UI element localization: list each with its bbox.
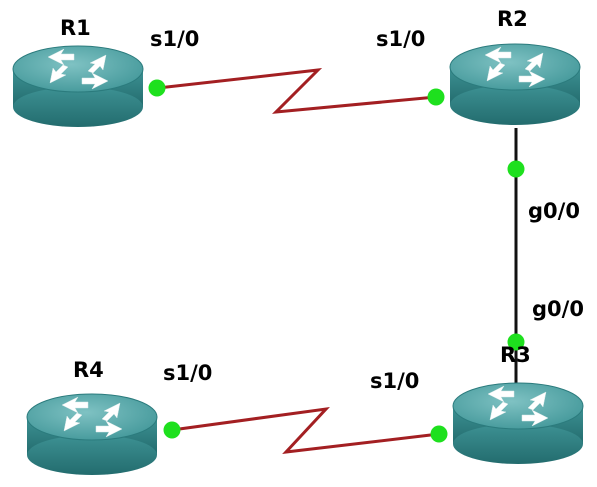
interface-label-r3-s1-0: s1/0 — [370, 369, 419, 393]
interface-label-r3-g0-0: g0/0 — [532, 297, 584, 321]
r1-s1-0-status-dot[interactable] — [148, 79, 166, 97]
router-label-r1: R1 — [60, 16, 91, 40]
router-r4[interactable] — [26, 393, 158, 476]
router-icon — [452, 382, 584, 465]
interface-label-r2-g0-0: g0/0 — [528, 199, 580, 223]
router-label-r2: R2 — [497, 7, 528, 31]
router-icon — [12, 45, 144, 128]
interface-label-r4-s1-0: s1/0 — [163, 361, 212, 385]
router-r3[interactable] — [452, 382, 584, 465]
r2-s1-0-status-dot[interactable] — [427, 88, 445, 106]
r3-g0-0-status-dot[interactable] — [507, 333, 525, 351]
r3-s1-0-status-dot[interactable] — [430, 425, 448, 443]
serial-link-r1-r2[interactable] — [157, 68, 437, 114]
router-icon — [26, 393, 158, 476]
router-label-r3: R3 — [500, 343, 531, 367]
r4-s1-0-status-dot[interactable] — [163, 421, 181, 439]
interface-label-r1-s1-0: s1/0 — [150, 27, 199, 51]
router-r2[interactable] — [449, 43, 581, 126]
r2-g0-0-status-dot[interactable] — [507, 160, 525, 178]
router-label-r4: R4 — [73, 358, 104, 382]
interface-label-r2-s1-0: s1/0 — [376, 27, 425, 51]
router-r1[interactable] — [12, 45, 144, 128]
interface-dots — [148, 79, 525, 443]
router-icon — [449, 43, 581, 126]
serial-link-r4-r3[interactable] — [171, 406, 440, 454]
